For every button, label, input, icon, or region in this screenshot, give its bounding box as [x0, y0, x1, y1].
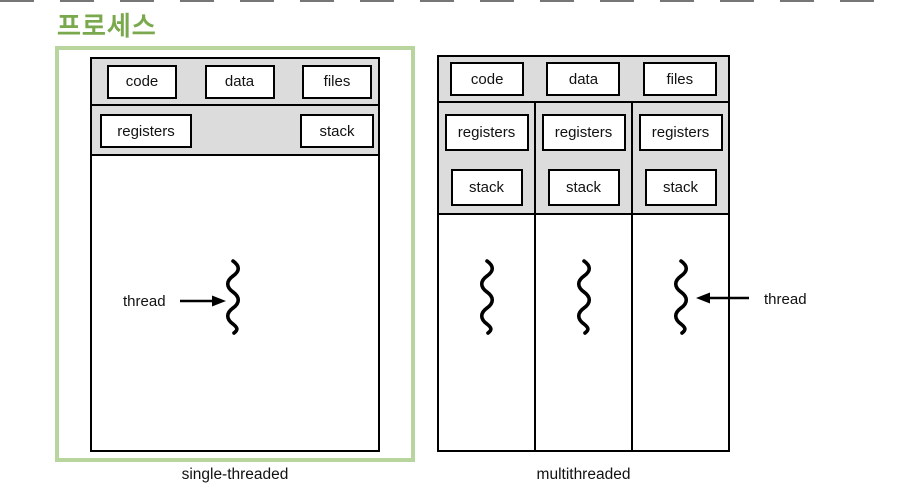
caption-single-threaded: single-threaded	[181, 466, 289, 483]
thread-column-2: registers stack	[536, 103, 633, 450]
single-process-box: code data files registers stack	[90, 57, 380, 452]
arrow-right-icon	[180, 295, 226, 307]
single-threaded-panel: code data files registers stack	[55, 46, 415, 462]
thread3-register-stack-band: registers stack	[633, 103, 728, 215]
thread2-register-stack-band: registers stack	[536, 103, 631, 215]
thread-column-1: registers stack	[439, 103, 536, 450]
thread-squiggle-icon	[576, 259, 592, 335]
registers-box: registers	[638, 114, 723, 151]
arrow-left-icon	[696, 292, 749, 304]
files-box: files	[302, 64, 372, 99]
stack-box: stack	[644, 169, 717, 206]
stack-box: stack	[547, 169, 620, 206]
code-box: code	[107, 64, 177, 99]
data-box: data	[204, 64, 275, 99]
thread-squiggle-icon	[479, 259, 495, 335]
caption-multithreaded: multithreaded	[536, 466, 631, 483]
thread-label-right: thread	[764, 291, 807, 308]
code-box: code	[450, 62, 525, 96]
registers-stack-band: registers stack	[92, 106, 378, 156]
top-dashed-line	[0, 0, 900, 2]
thread1-register-stack-band: registers stack	[439, 103, 534, 215]
thread-label-left: thread	[123, 293, 166, 310]
page-title: 프로세스	[57, 11, 157, 41]
registers-box: registers	[444, 114, 529, 151]
registers-box: registers	[541, 114, 626, 151]
multithreaded-panel: code data files registers stack register…	[437, 55, 730, 452]
stack-box: stack	[300, 114, 374, 148]
data-box: data	[546, 62, 621, 96]
code-data-files-band: code data files	[92, 59, 378, 106]
registers-box: registers	[100, 114, 192, 148]
files-box: files	[642, 62, 717, 96]
code-data-files-band-mt: code data files	[439, 57, 728, 103]
thread-squiggle-icon	[673, 259, 689, 335]
stack-box: stack	[450, 169, 523, 206]
thread-squiggle-icon	[225, 259, 241, 335]
